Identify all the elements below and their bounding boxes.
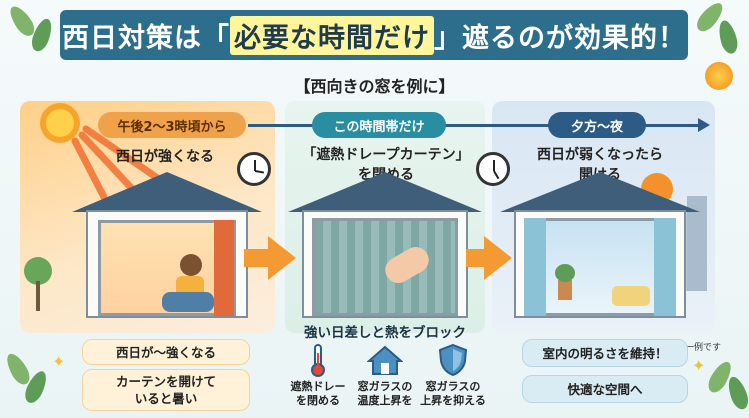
house-icon — [367, 345, 403, 375]
sparkle-icon: ✦ — [692, 356, 706, 375]
panel1-heading: 西日が強くなる — [116, 149, 214, 165]
title-highlight: 必要な時間だけ — [230, 15, 434, 55]
house-open-window — [500, 172, 700, 322]
timeline-line — [248, 124, 703, 127]
flow-arrow-icon — [268, 236, 296, 280]
subtitle: 【西向きの窓を例に】 — [294, 77, 455, 96]
page-title: 西日対策は「必要な時間だけ」遮るのが効果的！ — [60, 10, 688, 60]
thermometer-icon — [311, 344, 325, 377]
icon-column-house-line2: 温度上昇を — [357, 394, 413, 407]
flow-arrow-body — [244, 249, 272, 267]
title-prefix: 西日対策は「 — [62, 22, 230, 54]
icon-column-curtain-line1: 遮熱ドレー — [290, 380, 346, 393]
example-note: 一例です — [685, 343, 722, 353]
flow-arrow-icon — [484, 236, 512, 280]
info-box-strong-sun: 西日が〜強くなる — [82, 339, 250, 365]
icon-column-shield: 窓ガラスの 上昇を抑える — [418, 343, 488, 408]
icon-column-curtain: 遮熱ドレー を閉める — [283, 343, 353, 408]
leaf-decoration — [724, 374, 749, 412]
stage-tag-evening: 夕方〜夜 — [548, 112, 646, 138]
icon-column-shield-line2: 上昇を抑える — [420, 394, 486, 407]
block-heat-title: 強い日差しと熱をブロック — [304, 325, 466, 341]
shield-icon — [438, 343, 468, 377]
info-box-hot: カーテンを開けて いると暑い — [82, 369, 250, 411]
title-suffix: 」遮るのが効果的！ — [434, 22, 686, 54]
flow-arrow-body — [466, 249, 488, 267]
timeline-arrowhead — [698, 118, 710, 132]
sun-icon — [705, 62, 733, 90]
info-box-hot-line1: カーテンを開けて — [115, 374, 216, 389]
panel3-heading-line1: 西日が弱くなったら — [537, 147, 663, 163]
panel2-heading-line1: 「遮熱ドレープカーテン」 — [302, 147, 470, 163]
sparkle-icon: ✦ — [52, 352, 66, 371]
icon-column-shield-line1: 窓ガラスの — [425, 380, 481, 393]
house-open-curtain — [72, 172, 262, 322]
info-box-hot-line2: いると暑い — [134, 391, 198, 406]
stage-tag-afternoon: 午後2〜3時頃から — [98, 112, 246, 138]
icon-column-curtain-line2: を閉める — [296, 394, 340, 407]
house-closed-curtain — [288, 172, 482, 322]
info-box-brightness: 室内の明るさを維持！ — [522, 339, 688, 367]
info-box-comfort: 快適な空間へ — [522, 375, 688, 403]
stage-tag-this-period: この時間帯だけ — [312, 112, 446, 138]
icon-column-house: 窓ガラスの 温度上昇を — [350, 343, 420, 408]
leaf-decoration — [715, 18, 741, 56]
icon-column-house-line1: 窓ガラスの — [357, 380, 413, 393]
